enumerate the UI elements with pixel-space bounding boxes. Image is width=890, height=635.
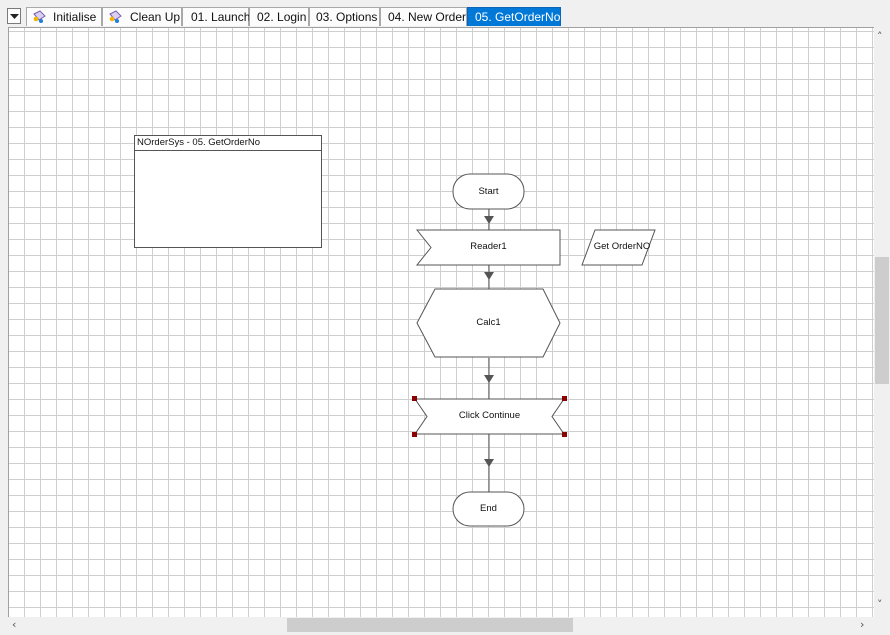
tab-label: 02. Login bbox=[257, 10, 307, 24]
process-canvas[interactable]: NOrderSys - 05. GetOrderNo bbox=[8, 27, 875, 618]
data-item-stage[interactable] bbox=[581, 229, 656, 266]
page-info-title: NOrderSys - 05. GetOrderNo bbox=[135, 136, 321, 151]
horizontal-scroll-thumb[interactable] bbox=[287, 618, 573, 632]
tab-strip: Initialise Clean Up 01. Launch 02. Login… bbox=[0, 0, 890, 26]
tab-label: 05. GetOrderNo bbox=[475, 10, 561, 24]
chevron-down-icon[interactable]: ˅ bbox=[877, 598, 883, 611]
tab-list-dropdown-button[interactable] bbox=[7, 8, 21, 24]
start-label: Start bbox=[478, 186, 499, 197]
tab-02-login[interactable]: 02. Login bbox=[249, 7, 309, 26]
reader-label: Reader1 bbox=[470, 241, 507, 252]
chevron-left-icon[interactable]: ‹ bbox=[12, 618, 17, 631]
scrollbar-corner bbox=[874, 617, 890, 635]
vertical-scroll-thumb[interactable] bbox=[875, 257, 889, 384]
page-info-block[interactable]: NOrderSys - 05. GetOrderNo bbox=[134, 135, 322, 248]
tab-clean-up[interactable]: Clean Up bbox=[102, 7, 182, 26]
tab-03-options[interactable]: 03. Options bbox=[309, 7, 380, 26]
calc-label: Calc1 bbox=[476, 317, 501, 328]
start-stage[interactable] bbox=[452, 173, 525, 210]
arrow-icon bbox=[484, 459, 494, 467]
action-label: Click Continue bbox=[458, 410, 521, 421]
end-stage[interactable] bbox=[452, 491, 525, 527]
flow-diagram bbox=[412, 173, 656, 527]
vertical-scrollbar[interactable]: ˄ ˅ bbox=[874, 27, 890, 617]
tab-04-new-order[interactable]: 04. New Order bbox=[380, 7, 467, 26]
chevron-right-icon[interactable]: › bbox=[860, 618, 865, 631]
arrow-icon bbox=[484, 375, 494, 383]
page-icon bbox=[109, 10, 122, 23]
chevron-down-icon bbox=[10, 14, 19, 19]
tab-label: 01. Launch bbox=[191, 10, 251, 24]
selection-handles[interactable] bbox=[412, 396, 567, 437]
horizontal-scrollbar[interactable]: ‹ › bbox=[8, 617, 874, 634]
page-icon bbox=[33, 10, 46, 23]
tab-01-launch[interactable]: 01. Launch bbox=[182, 7, 251, 26]
arrow-icon bbox=[484, 216, 494, 224]
calc-stage[interactable] bbox=[416, 288, 561, 358]
chevron-up-icon[interactable]: ˄ bbox=[877, 30, 883, 43]
tab-label: 03. Options bbox=[316, 10, 378, 24]
tab-label: Clean Up bbox=[130, 10, 181, 24]
end-label: End bbox=[480, 503, 497, 514]
reader-stage[interactable] bbox=[415, 229, 561, 266]
tab-label: 04. New Order bbox=[388, 10, 467, 24]
tab-label: Initialise bbox=[53, 10, 97, 24]
tab-initialise[interactable]: Initialise bbox=[26, 7, 102, 26]
arrow-icon bbox=[484, 272, 494, 280]
data-item-label: Get OrderNO bbox=[593, 241, 651, 252]
tab-05-getorderno[interactable]: 05. GetOrderNo bbox=[467, 7, 561, 26]
